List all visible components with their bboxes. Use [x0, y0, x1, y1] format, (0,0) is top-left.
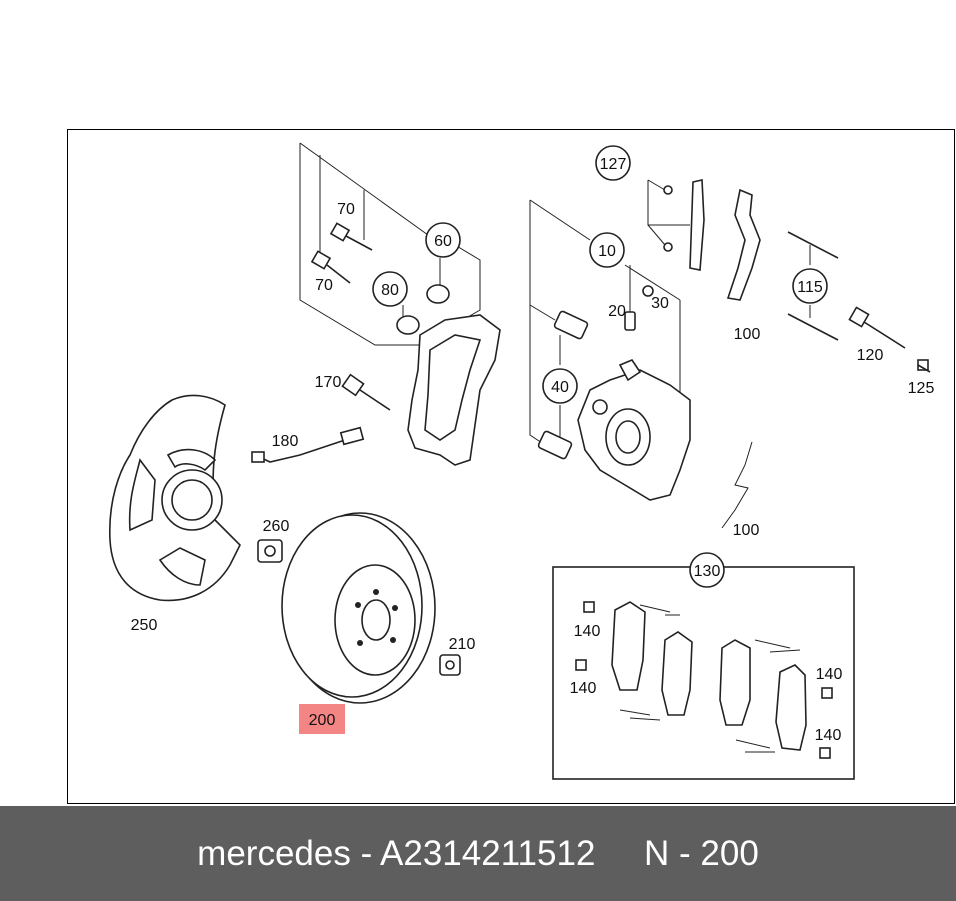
- highlight-200: [299, 704, 345, 734]
- spring-100-upper: [726, 188, 761, 301]
- pin-120: [848, 306, 906, 349]
- callout-130: 130: [694, 563, 721, 580]
- bolt-260: [257, 539, 283, 563]
- callout-115: 115: [797, 279, 823, 296]
- bushings-80: [396, 284, 450, 335]
- callout-20: 20: [608, 303, 626, 320]
- callout-140-b: 140: [570, 680, 597, 697]
- nut-210: [439, 654, 461, 676]
- callout-100-upper: 100: [734, 326, 761, 343]
- callout-40: 40: [551, 379, 569, 396]
- callout-140-a: 140: [574, 623, 601, 640]
- callout-260: 260: [263, 518, 290, 535]
- caliper-10: [577, 359, 691, 501]
- bolt-170: [341, 373, 391, 411]
- caliper-carrier-60: [407, 314, 501, 466]
- brake-dust-shield-250: [109, 394, 241, 602]
- callout-80: 80: [381, 282, 399, 299]
- callout-30: 30: [651, 295, 669, 312]
- callout-labels: 127 60 10 80 115 40 130 70 70 20 30 100 …: [131, 156, 935, 744]
- bolts-70: [310, 222, 373, 284]
- callout-180: 180: [272, 433, 299, 450]
- callout-100-lower: 100: [733, 522, 760, 539]
- bleed-valve-20-30: [624, 285, 654, 331]
- parts-diagram: 127 60 10 80 115 40 130 70 70 20 30 100 …: [109, 142, 935, 780]
- callout-140-c: 140: [816, 666, 843, 683]
- callout-170: 170: [315, 374, 342, 391]
- callout-70-upper: 70: [337, 201, 355, 218]
- callout-200: 200: [309, 712, 336, 729]
- callout-127: 127: [600, 156, 627, 173]
- footer-part-number: mercedes - A2314211512 N - 200: [197, 833, 759, 873]
- pins-115: [787, 231, 839, 341]
- callout-70-lower: 70: [315, 277, 333, 294]
- bolt-125: [917, 359, 931, 373]
- guide-pins-40: [537, 310, 589, 460]
- pad-set-box-130: [552, 566, 855, 780]
- brake-disc-200: [281, 512, 436, 704]
- footer-bar: mercedes - A2314211512 N - 200: [0, 806, 956, 901]
- clip-127: [663, 179, 705, 271]
- callout-210: 210: [449, 636, 476, 653]
- callout-125: 125: [908, 380, 935, 397]
- callout-120: 120: [857, 347, 884, 364]
- callout-140-d: 140: [815, 727, 842, 744]
- spring-100-lower: [721, 441, 753, 529]
- callout-60: 60: [434, 233, 452, 250]
- callout-circles: [372, 145, 828, 588]
- brake-wear-sensor-180: [251, 426, 365, 463]
- callout-250: 250: [131, 617, 158, 634]
- callout-10: 10: [598, 243, 616, 260]
